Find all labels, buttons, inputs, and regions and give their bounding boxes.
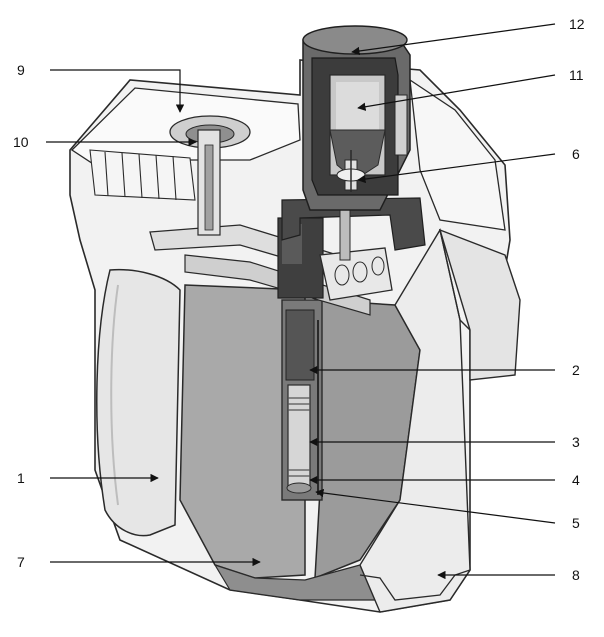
leader-11 <box>357 74 556 111</box>
valve-assembly <box>319 247 393 301</box>
callout-4: 4 <box>572 472 580 488</box>
callout-7: 7 <box>17 554 25 570</box>
leader-lines <box>46 23 556 580</box>
leader-6 <box>357 153 556 184</box>
bottle-shell <box>96 268 181 537</box>
callout-11: 11 <box>569 67 584 83</box>
fill-valve-stem-core <box>204 144 214 231</box>
housing-edge-right <box>439 229 471 331</box>
leader-12 <box>351 23 556 56</box>
filter-rings <box>288 397 310 477</box>
bottle-highlight <box>110 284 119 506</box>
callout-2: 2 <box>572 362 580 378</box>
callout-8: 8 <box>572 567 580 583</box>
leader-9 <box>50 69 185 113</box>
callout-9: 9 <box>17 62 25 78</box>
callout-3: 3 <box>572 434 580 450</box>
filter-bottom-cap <box>286 482 312 494</box>
cylinder-side-window <box>394 94 408 156</box>
callout-10: 10 <box>13 134 29 150</box>
dark-collar <box>281 197 426 251</box>
vent-grille <box>89 149 196 201</box>
callout-12: 12 <box>569 16 585 32</box>
callout-5: 5 <box>572 515 580 531</box>
housing-base-step <box>359 569 471 601</box>
callout-1: 1 <box>17 470 25 486</box>
cylinder-inner-cone <box>329 129 386 181</box>
central-tube-upper <box>285 309 315 381</box>
callout-6: 6 <box>572 146 580 162</box>
filter-cartridge <box>287 384 311 491</box>
cylinder-window-inner <box>336 82 379 137</box>
top-cylinder-cap <box>302 25 408 55</box>
housing-right-top <box>409 78 506 231</box>
valve-rings <box>334 256 385 286</box>
leader-5 <box>315 488 556 524</box>
